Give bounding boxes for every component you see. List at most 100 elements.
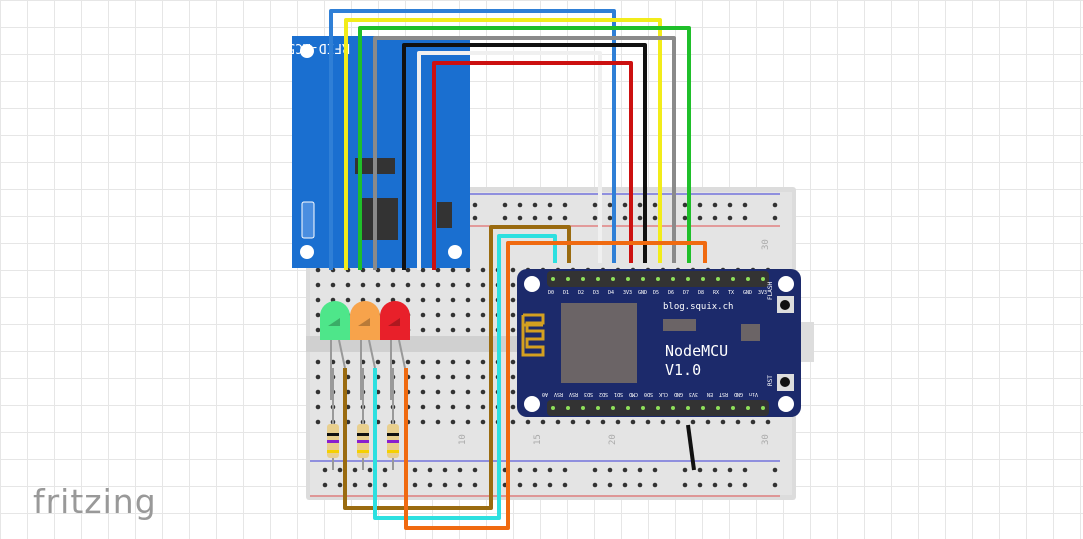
- rail-hole: [562, 215, 568, 221]
- rail-hole: [517, 202, 523, 208]
- pin: [596, 406, 600, 410]
- rail-hole: [622, 482, 628, 488]
- resistor-band: [387, 450, 399, 453]
- rail-hole: [502, 202, 508, 208]
- rail-hole: [532, 202, 538, 208]
- led-red: [380, 301, 410, 340]
- hole: [405, 297, 411, 303]
- pin-label: D5: [653, 290, 659, 296]
- pin: [641, 277, 645, 281]
- rail-hole: [652, 215, 658, 221]
- pin-label: RX: [713, 290, 719, 296]
- hole: [435, 374, 441, 380]
- pin: [686, 406, 690, 410]
- led-symbol-icon: [358, 318, 370, 326]
- hole: [315, 282, 321, 288]
- hole: [510, 312, 516, 318]
- pin-label: GND: [743, 290, 752, 296]
- hole: [435, 419, 441, 425]
- rail-hole: [457, 467, 463, 473]
- resistor-band: [387, 440, 399, 443]
- hole: [750, 419, 756, 425]
- rst-button-cap[interactable]: [780, 377, 790, 387]
- resistor-band: [357, 450, 369, 453]
- pin: [671, 406, 675, 410]
- resistor-band: [327, 450, 339, 453]
- pin-label: GND: [674, 391, 683, 397]
- hole: [420, 359, 426, 365]
- wire-black: [402, 43, 647, 270]
- hole: [480, 267, 486, 273]
- resistor-band: [357, 440, 369, 443]
- pin-label: EN: [707, 391, 713, 397]
- rail-hole: [607, 202, 613, 208]
- pin-label: SD0: [644, 391, 653, 397]
- pin-label: GND: [638, 290, 647, 296]
- pin-label: D8: [698, 290, 704, 296]
- pin: [566, 277, 570, 281]
- flash-button-cap[interactable]: [780, 300, 790, 310]
- resistor-band: [387, 433, 399, 436]
- hole: [465, 359, 471, 365]
- rail-hole: [427, 467, 433, 473]
- pin: [686, 277, 690, 281]
- rail-hole: [442, 482, 448, 488]
- wire-ground-jumper: [686, 424, 696, 471]
- hole: [465, 327, 471, 333]
- pin: [761, 406, 765, 410]
- hole: [450, 267, 456, 273]
- wire-gray: [373, 36, 676, 270]
- hole: [510, 282, 516, 288]
- rail-hole: [382, 482, 388, 488]
- rfid-chip: [360, 198, 398, 240]
- fritzing-logo: fritzing: [33, 482, 157, 521]
- led-lead: [398, 339, 406, 369]
- rail-hole: [727, 467, 733, 473]
- hole: [480, 312, 486, 318]
- rail-hole: [697, 467, 703, 473]
- pin-label: CLK: [659, 391, 668, 397]
- rail-hole: [682, 202, 688, 208]
- pin: [551, 277, 555, 281]
- rail-hole: [457, 482, 463, 488]
- hole: [420, 404, 426, 410]
- hole: [450, 327, 456, 333]
- rail-hole: [367, 467, 373, 473]
- hole: [480, 297, 486, 303]
- hole: [720, 419, 726, 425]
- rail-hole: [712, 482, 718, 488]
- hole: [765, 419, 771, 425]
- hole: [465, 419, 471, 425]
- rail-hole: [472, 482, 478, 488]
- pin-label: 3V3: [623, 290, 632, 296]
- pin: [716, 277, 720, 281]
- hole: [450, 312, 456, 318]
- hole: [480, 327, 486, 333]
- pin: [701, 406, 705, 410]
- rail-hole: [652, 467, 658, 473]
- mount-hole: [524, 396, 540, 412]
- board-version: V1.0: [665, 361, 701, 379]
- resistor-band: [357, 433, 369, 436]
- rail-hole: [502, 215, 508, 221]
- pin: [596, 277, 600, 281]
- hole: [540, 419, 546, 425]
- pin-label: Vin: [749, 391, 758, 397]
- hole: [315, 359, 321, 365]
- pin-label: D3: [593, 290, 599, 296]
- wire-green: [358, 26, 691, 270]
- hole: [315, 389, 321, 395]
- rail-hole: [742, 202, 748, 208]
- pin: [671, 277, 675, 281]
- hole: [405, 282, 411, 288]
- led-lead: [368, 339, 376, 369]
- led-symbol-icon: [388, 318, 400, 326]
- hole: [315, 312, 321, 318]
- rail-hole: [712, 202, 718, 208]
- hole: [435, 282, 441, 288]
- rail-hole: [322, 482, 328, 488]
- hole: [510, 419, 516, 425]
- rail-hole: [442, 467, 448, 473]
- pin-label: SD2: [599, 391, 608, 397]
